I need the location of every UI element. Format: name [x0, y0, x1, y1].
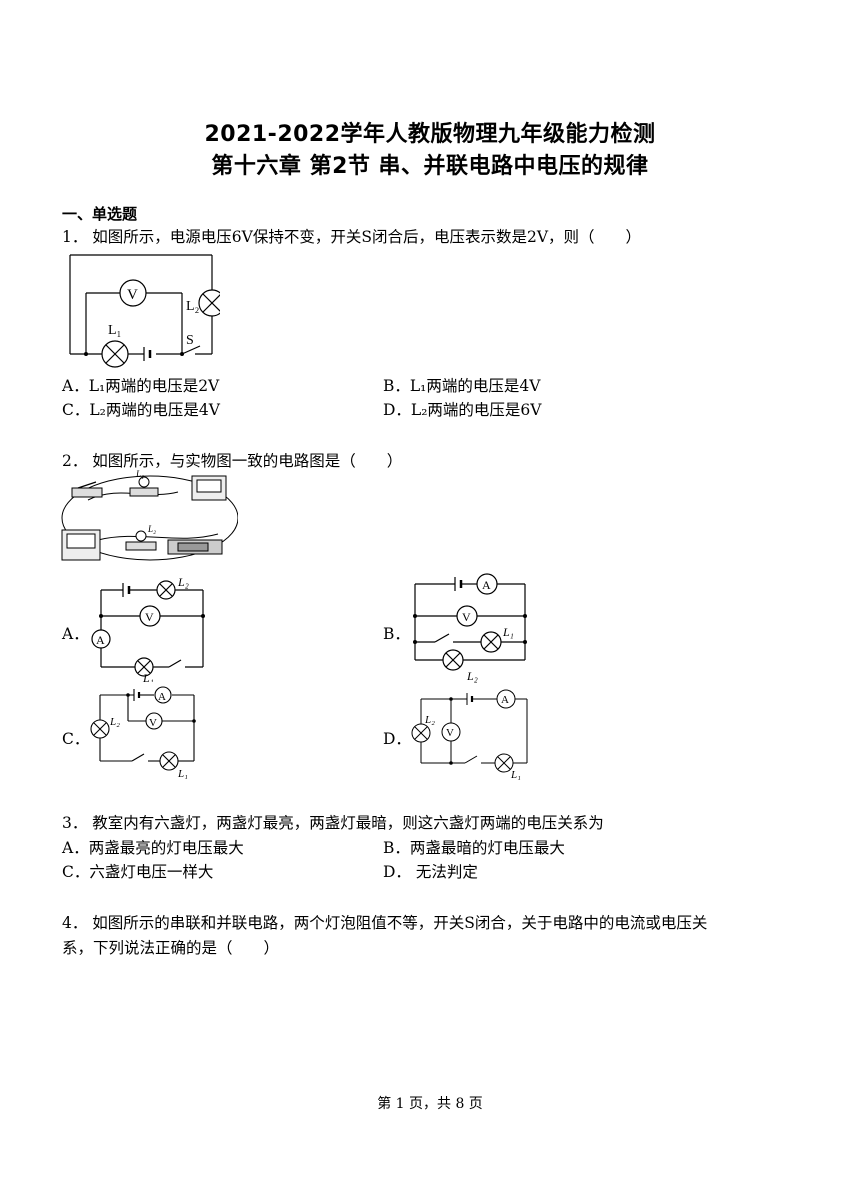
title-line-1: 2021-2022学年人教版物理九年级能力检测 — [204, 122, 656, 147]
q3-option-d: D． 无法判定 — [383, 863, 478, 881]
c-l1-label: L₁ — [177, 768, 188, 780]
q2-option-d-diagram: A V L₂ L₁ — [411, 689, 528, 781]
q3-option-b: B．两盏最暗的灯电压最大 — [383, 839, 565, 857]
a-voltmeter-label: V — [145, 610, 154, 624]
q1-option-d: D．L₂两端的电压是6V — [383, 401, 542, 419]
b-voltmeter-label: V — [462, 610, 471, 624]
lamp-l2-label: L₂ — [186, 299, 200, 314]
q1-option-b: B．L₁两端的电压是4V — [383, 377, 541, 395]
q1-option-c: C．L₂两端的电压是4V — [62, 401, 220, 419]
question-4-stem-line1: 4． 如图所示的串联和并联电路，两个灯泡阻值不等，开关S闭合，关于电路中的电流或… — [62, 914, 708, 932]
q2-option-a-label: A． — [62, 625, 89, 643]
voltmeter-label: V — [127, 287, 138, 303]
d-voltmeter-label: V — [446, 727, 454, 739]
q2-option-a-diagram: V A L₂ L₁ — [91, 575, 205, 682]
question-4-stem-line2: 系，下列说法正确的是（ ） — [62, 939, 280, 957]
photo-l1-label: L₁ — [135, 470, 144, 479]
c-l2-label: L₂ — [109, 716, 120, 728]
q3-option-a: A．两盏最亮的灯电压最大 — [62, 839, 244, 857]
q2-option-c-label: C． — [62, 730, 90, 748]
page-footer: 第 1 页，共 8 页 — [377, 1096, 483, 1112]
a-l1-label: L₁ — [142, 671, 154, 682]
b-l2-label: L₂ — [466, 669, 478, 683]
q2-option-c-diagram: A V L₂ L₁ — [90, 686, 196, 780]
switch-label: S — [186, 333, 194, 348]
a-l2-label: L₂ — [177, 575, 189, 589]
q3-option-c: C．六盏灯电压一样大 — [62, 863, 214, 881]
q2-physical-circuit-image: L₁ L₂ — [61, 470, 238, 561]
c-voltmeter-label: V — [149, 717, 157, 729]
q2-option-d-label: D． — [383, 730, 411, 748]
question-3-stem: 3． 教室内有六盏灯，两盏灯最亮，两盏灯最暗，则这六盏灯两端的电压关系为 — [62, 814, 604, 832]
q1-circuit-diagram: V L₂ L₁ S — [69, 254, 220, 368]
b-l1-label: L₁ — [502, 625, 514, 639]
title-line-2: 第十六章 第2节 串、并联电路中电压的规律 — [211, 154, 649, 179]
d-ammeter-label: A — [501, 694, 509, 706]
question-2-stem: 2． 如图所示，与实物图一致的电路图是（ ） — [62, 452, 403, 470]
b-ammeter-label: A — [482, 578, 491, 592]
lamp-l1-label: L₁ — [108, 323, 121, 338]
question-1-stem: 1． 如图所示，电源电压6V保持不变，开关S闭合后，电压表示数是2V，则（ ） — [62, 228, 642, 246]
q2-option-b-label: B． — [383, 625, 410, 643]
c-ammeter-label: A — [158, 691, 166, 703]
d-l1-label: L₁ — [510, 769, 521, 781]
a-ammeter-label: A — [96, 633, 105, 647]
q1-option-a: A．L₁两端的电压是2V — [62, 377, 220, 395]
photo-l2-label: L₂ — [147, 524, 156, 534]
q2-option-b-diagram: A V L₁ L₂ — [413, 573, 527, 683]
section-heading: 一、单选题 — [62, 205, 138, 223]
d-l2-label: L₂ — [424, 714, 435, 726]
